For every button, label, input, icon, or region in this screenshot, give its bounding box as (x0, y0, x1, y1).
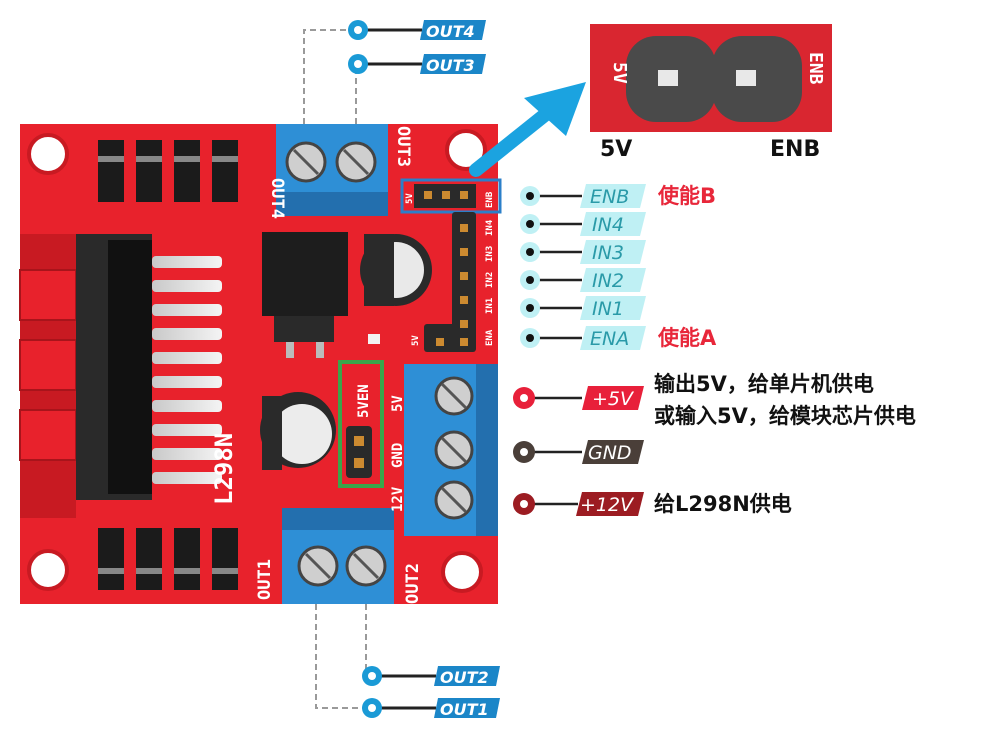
pin-out3[interactable]: OUT3 (348, 54, 486, 75)
pin-enb[interactable]: ENB (520, 184, 646, 208)
silk-5v: 5V (390, 395, 406, 412)
zoom-label-enb: ENB (770, 137, 820, 162)
pin-out2[interactable]: OUT2 (362, 666, 500, 687)
silk-in4: IN4 (485, 219, 495, 236)
label-in3: IN3 (592, 242, 624, 264)
terminal-power (404, 364, 498, 536)
pin-in1[interactable]: IN1 (520, 296, 646, 320)
pin-gnd[interactable]: GND (513, 440, 644, 464)
silk-out2: OUT2 (403, 563, 423, 604)
mount-hole-br (443, 553, 481, 591)
label-5v: +5V (592, 388, 635, 410)
leads-bottom (316, 604, 372, 708)
note-12v: 给L298N供电 (654, 492, 792, 516)
label-in1: IN1 (592, 298, 624, 320)
note-5v-line2: 或输入5V，给模块芯片供电 (654, 404, 916, 428)
silk-out3: OUT3 (393, 126, 413, 167)
silk-ena: ENA (485, 329, 495, 346)
label-gnd: GND (588, 442, 632, 464)
label-enb: ENB (590, 186, 629, 208)
label-in4: IN4 (592, 214, 624, 236)
silk-side-5v: 5V (411, 335, 421, 346)
pin-ena[interactable]: ENA (520, 326, 646, 350)
chip-label: L298N (210, 433, 238, 505)
note-enb: 使能B (657, 184, 716, 208)
pin-in2[interactable]: IN2 (520, 268, 646, 292)
leads-top (304, 30, 358, 124)
led (368, 334, 380, 344)
silk-in3: IN3 (485, 246, 495, 262)
silk-5ven: 5VEN (356, 384, 372, 418)
label-ena: ENA (590, 328, 629, 350)
terminal-out4-out3 (276, 124, 388, 216)
heatsink (20, 234, 152, 518)
mount-hole-tl (29, 135, 67, 173)
note-ena: 使能A (657, 326, 717, 350)
silk-out1: OUT1 (255, 559, 275, 600)
pin-5v[interactable]: +5V (513, 386, 644, 410)
silk-in1: IN1 (485, 298, 495, 314)
label-out1: OUT1 (440, 700, 489, 719)
note-5v-line1: 输出5V，给单片机供电 (654, 372, 874, 396)
silk-gnd: GND (390, 443, 406, 468)
silk-12v: 12V (390, 486, 406, 512)
zoom-silk-5v: 5V (609, 62, 630, 84)
terminal-out1-out2 (282, 508, 394, 604)
silk-in2: IN2 (485, 272, 495, 288)
label-out2: OUT2 (440, 668, 489, 687)
silk-out4: OUT4 (267, 178, 287, 219)
silk-header-enb: ENB (485, 191, 495, 208)
zoom-label-5v: 5V (600, 137, 632, 162)
label-in2: IN2 (592, 270, 624, 292)
mount-hole-bl (29, 551, 67, 589)
label-out4: OUT4 (426, 22, 475, 41)
label-12v: +12V (580, 494, 635, 516)
pin-out4[interactable]: OUT4 (348, 20, 486, 41)
pin-in3[interactable]: IN3 (520, 240, 646, 264)
pcb-board: L298N OUT4 OUT3 (20, 124, 500, 604)
pin-out1[interactable]: OUT1 (362, 698, 500, 719)
silk-header-5v: 5V (405, 193, 415, 204)
pin-in4[interactable]: IN4 (520, 212, 646, 236)
capacitor-top (360, 234, 432, 306)
zoom-silk-enb: ENB (805, 52, 826, 85)
pin-12v[interactable]: +12V (513, 492, 644, 516)
zoom-inset: 5V ENB (590, 24, 832, 132)
label-out3: OUT3 (426, 56, 475, 75)
